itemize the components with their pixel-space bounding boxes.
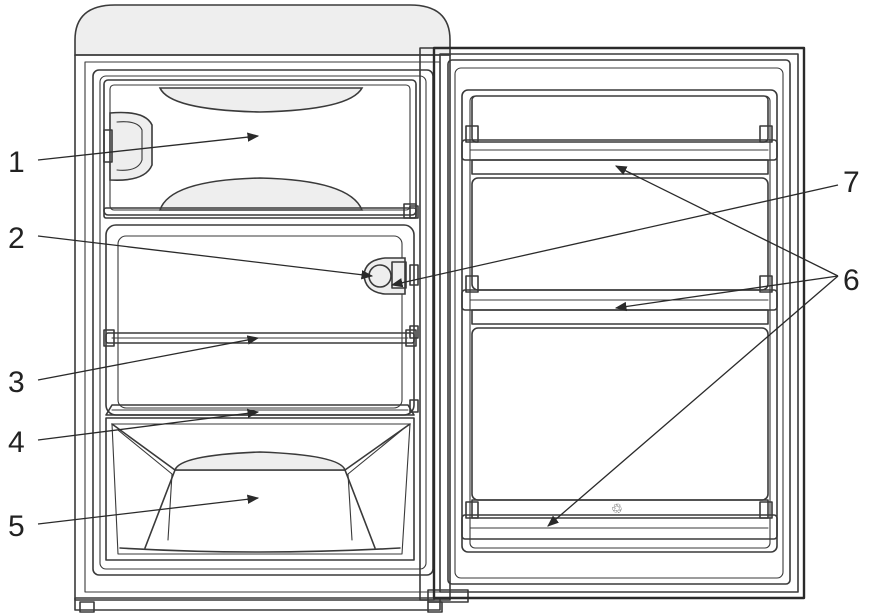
leader-4 [37,408,260,441]
callout-5: 5 [8,510,25,543]
cabinet-base [74,597,441,611]
freezer-compartment [103,79,417,219]
cabinet-top-cap [74,4,451,56]
recycle-icon: ♲ [611,502,623,517]
crisper-drawer [105,417,415,561]
crisper-cover [105,404,415,416]
leader-6b [614,275,839,312]
callout-7: 7 [843,166,860,199]
door-shelf-middle [461,177,778,325]
leader-3 [37,335,260,381]
leader-7 [390,184,839,288]
door: ♲ [432,46,806,600]
callout-1: 1 [8,146,25,179]
main-compartment [103,224,417,416]
callout-labels: 1 2 3 4 5 6 7 [8,146,860,543]
leader-6a [614,165,839,277]
callout-6: 6 [843,264,860,297]
hinge [409,47,469,603]
callout-4: 4 [8,426,25,459]
leader-5 [37,494,260,525]
callout-3: 3 [8,366,25,399]
door-shelf-bottom: ♲ [461,327,778,540]
callout-2: 2 [8,222,25,255]
leader-1 [37,132,260,161]
leader-6c [547,275,839,527]
cabinet-foot-left [79,601,95,613]
cabinet-body [74,54,451,601]
cabinet-liner-inner [99,75,427,570]
door-shelf-top [461,95,778,175]
leader-lines [37,132,839,527]
leader-2 [37,235,374,280]
